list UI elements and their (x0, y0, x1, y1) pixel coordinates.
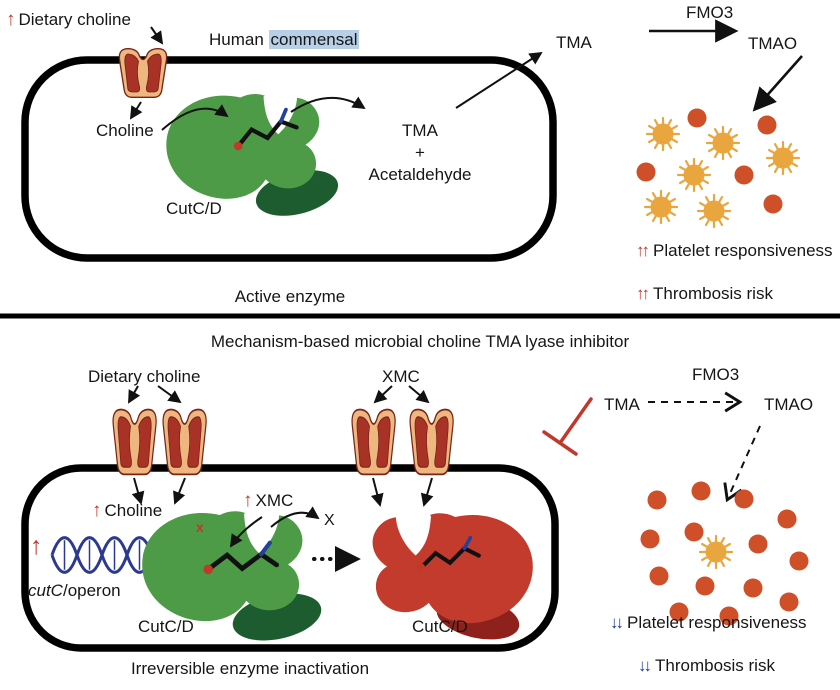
fmo3-label-bottom: FMO3 (692, 365, 740, 384)
double-down-arrow-icon: ↓↓ (638, 656, 652, 675)
platelet-responsiveness-down-label: ↓↓Platelet responsiveness (610, 613, 807, 632)
platelet-responsiveness-up-label: ↑↑Platelet responsiveness (636, 241, 833, 260)
choline-label-top: Choline (96, 121, 154, 140)
choline-transporter-icon (112, 408, 158, 476)
bottom-panel-arrows (128, 385, 761, 572)
tma-outside-label: TMA (556, 33, 592, 52)
double-up-arrow-icon: ↑↑ (636, 284, 650, 303)
platelet-cluster-quiescent (640, 481, 809, 626)
tma-label-bottom: TMA (604, 395, 640, 414)
cutcd-label-active: CutC/D (138, 617, 194, 636)
tmao-label-bottom: TMAO (764, 395, 814, 414)
irreversible-inactivation-caption: Irreversible enzyme inactivation (130, 659, 370, 678)
top-panel-arrows (129, 19, 803, 131)
cutc-operon-label: cutC/operon (28, 581, 121, 600)
tmao-label-top: TMAO (748, 34, 798, 53)
double-up-arrow-icon: ↑↑ (636, 241, 650, 260)
enzyme-green-active-bottom (142, 508, 322, 641)
choline-label-bottom: ↑Choline (92, 500, 163, 521)
active-enzyme-caption: Active enzyme (234, 287, 346, 306)
inhibition-tbar-icon (542, 397, 593, 456)
choline-transporter-icon (118, 47, 168, 98)
enzyme-green-active-top (166, 91, 339, 216)
bottom-panel-title: Mechanism-based microbial choline TMA ly… (210, 332, 630, 351)
enzyme-red-inactivated (372, 510, 533, 640)
cutcd-label-inactive: CutC/D (412, 617, 468, 636)
thrombosis-risk-up-label: ↑↑Thrombosis risk (636, 284, 773, 303)
up-arrow-icon: ↑ (243, 490, 253, 511)
platelet-cluster-active (636, 108, 801, 229)
dna-helix-icon (50, 536, 154, 574)
commensal-highlight: commensal (268, 30, 360, 49)
operon-up-arrow-icon: ↑ (30, 532, 43, 560)
xmc-increase-label: ↑XMC (243, 490, 294, 511)
fmo3-label-top: FMO3 (686, 3, 734, 22)
xmc-transporter-icon (351, 408, 397, 476)
human-commensal-label: Human commensal (209, 30, 360, 49)
bacterial-cell-top (21, 56, 557, 262)
dietary-choline-label-top: ↑Dietary choline (6, 9, 131, 30)
dietary-choline-label-bottom: Dietary choline (88, 367, 201, 386)
bacterial-cell-bottom (21, 464, 559, 652)
xmc-label: XMC (382, 367, 420, 386)
up-arrow-icon: ↑ (6, 9, 16, 30)
inhibitor-x-mark: x (196, 519, 204, 535)
double-down-arrow-icon: ↓↓ (610, 613, 624, 632)
tma-acetaldehyde-label: TMA + Acetaldehyde (368, 121, 472, 185)
choline-transporter-icon (162, 408, 208, 476)
thrombosis-risk-down-label: ↓↓Thrombosis risk (638, 656, 775, 675)
leaving-group-x-label: X (324, 512, 335, 529)
up-arrow-icon: ↑ (92, 500, 102, 521)
cutcd-label-top: CutC/D (166, 199, 222, 218)
xmc-transporter-icon (409, 408, 455, 476)
